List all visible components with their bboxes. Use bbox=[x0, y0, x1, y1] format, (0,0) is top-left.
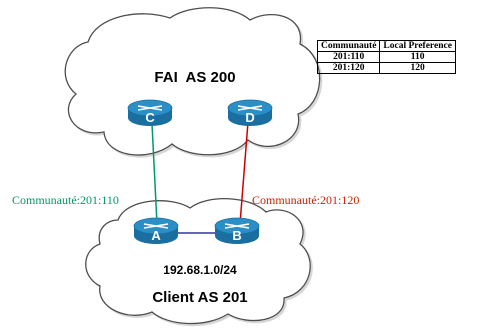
table-cell: 201:110 bbox=[316, 51, 381, 63]
router-a[interactable]: A bbox=[133, 217, 179, 244]
router-d[interactable]: D bbox=[227, 99, 273, 126]
router-c-label: C bbox=[145, 110, 155, 125]
table-header-row: Communauté Local Preference bbox=[316, 40, 456, 52]
router-a-label: A bbox=[151, 228, 161, 243]
table-row: 201:110 110 bbox=[316, 51, 456, 63]
table-cell: 120 bbox=[379, 62, 456, 74]
router-d-label: D bbox=[245, 110, 254, 125]
community-120-label: Communauté:201:120 bbox=[252, 193, 359, 207]
table-header-local-pref: Local Preference bbox=[379, 40, 456, 52]
community-table: Communauté Local Preference 201:110 110 … bbox=[316, 40, 456, 74]
network-prefix-label: 192.68.1.0/24 bbox=[163, 263, 237, 277]
client-as201-label: Client AS 201 bbox=[152, 289, 247, 306]
link-a-c bbox=[151, 123, 158, 225]
table-cell: 110 bbox=[379, 51, 456, 63]
fai-as200-label: FAI AS 200 bbox=[154, 69, 235, 86]
community-110-label: Communauté:201:110 bbox=[12, 193, 119, 207]
table-header-community: Communauté bbox=[316, 40, 381, 52]
router-b-label: B bbox=[232, 228, 241, 243]
router-b[interactable]: B bbox=[214, 217, 260, 244]
table-row: 201:120 120 bbox=[316, 62, 456, 74]
link-b-d bbox=[239, 121, 249, 225]
router-c[interactable]: C bbox=[127, 99, 173, 126]
table-cell: 201:120 bbox=[316, 62, 381, 74]
